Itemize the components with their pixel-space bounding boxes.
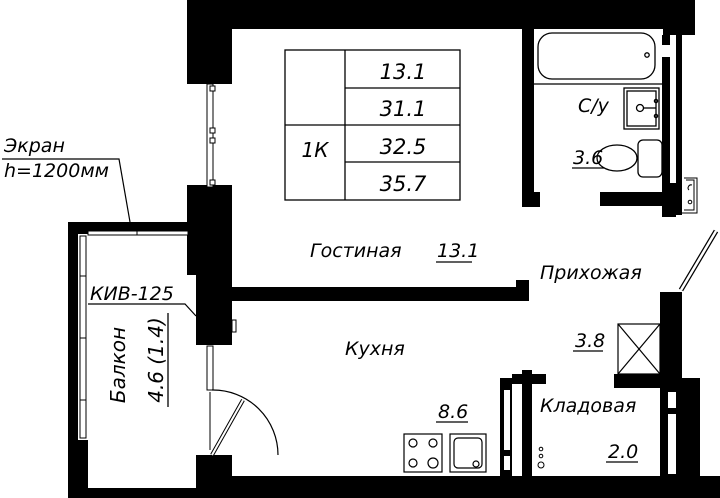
area-table-row-3: 35.7 [380, 172, 427, 196]
screen-height: h=1200мм [4, 160, 109, 182]
area-table [284, 49, 461, 201]
balcony-door-icon [210, 389, 279, 456]
kitchen-sink-icon [449, 433, 487, 473]
balcony-name: Балкон [106, 327, 130, 403]
bathroom-name: С/у [578, 95, 610, 117]
balcony-window-label: КИВ-125 [90, 283, 174, 305]
wall-socket [231, 319, 237, 333]
entrance-door-icon [678, 229, 719, 292]
storage-name: Кладовая [540, 395, 636, 417]
toilet-icon [596, 139, 663, 178]
area-table-row-0: 13.1 [380, 60, 427, 84]
screen-leader-line [2, 158, 131, 223]
hallway-area: 3.8 [575, 330, 605, 352]
living-room-area: 13.1 [437, 240, 479, 262]
sink-icon [623, 87, 660, 130]
screen-title: Экран [3, 135, 65, 157]
balcony-window-leader-line [88, 303, 197, 317]
bathroom-area: 3.6 [573, 147, 603, 169]
area-table-row-1: 31.1 [380, 97, 427, 121]
kitchen-name: Кухня [345, 338, 405, 360]
bathtub-icon [534, 32, 662, 85]
apartment-type-label: 1К [302, 138, 330, 162]
area-table-row-2: 32.5 [380, 135, 427, 159]
living-room-name: Гостиная [310, 240, 402, 262]
balcony-area: 4.6 (1.4) [144, 317, 168, 403]
ventilation-shaft-icon [617, 323, 661, 375]
storage-area: 2.0 [608, 441, 638, 463]
windows [79, 35, 676, 474]
hallway-name: Прихожая [540, 262, 642, 284]
kitchen-area: 8.6 [438, 401, 468, 423]
stove-icon [403, 433, 443, 473]
riser-icon [682, 177, 698, 214]
storage-pipes-icon [537, 446, 545, 469]
